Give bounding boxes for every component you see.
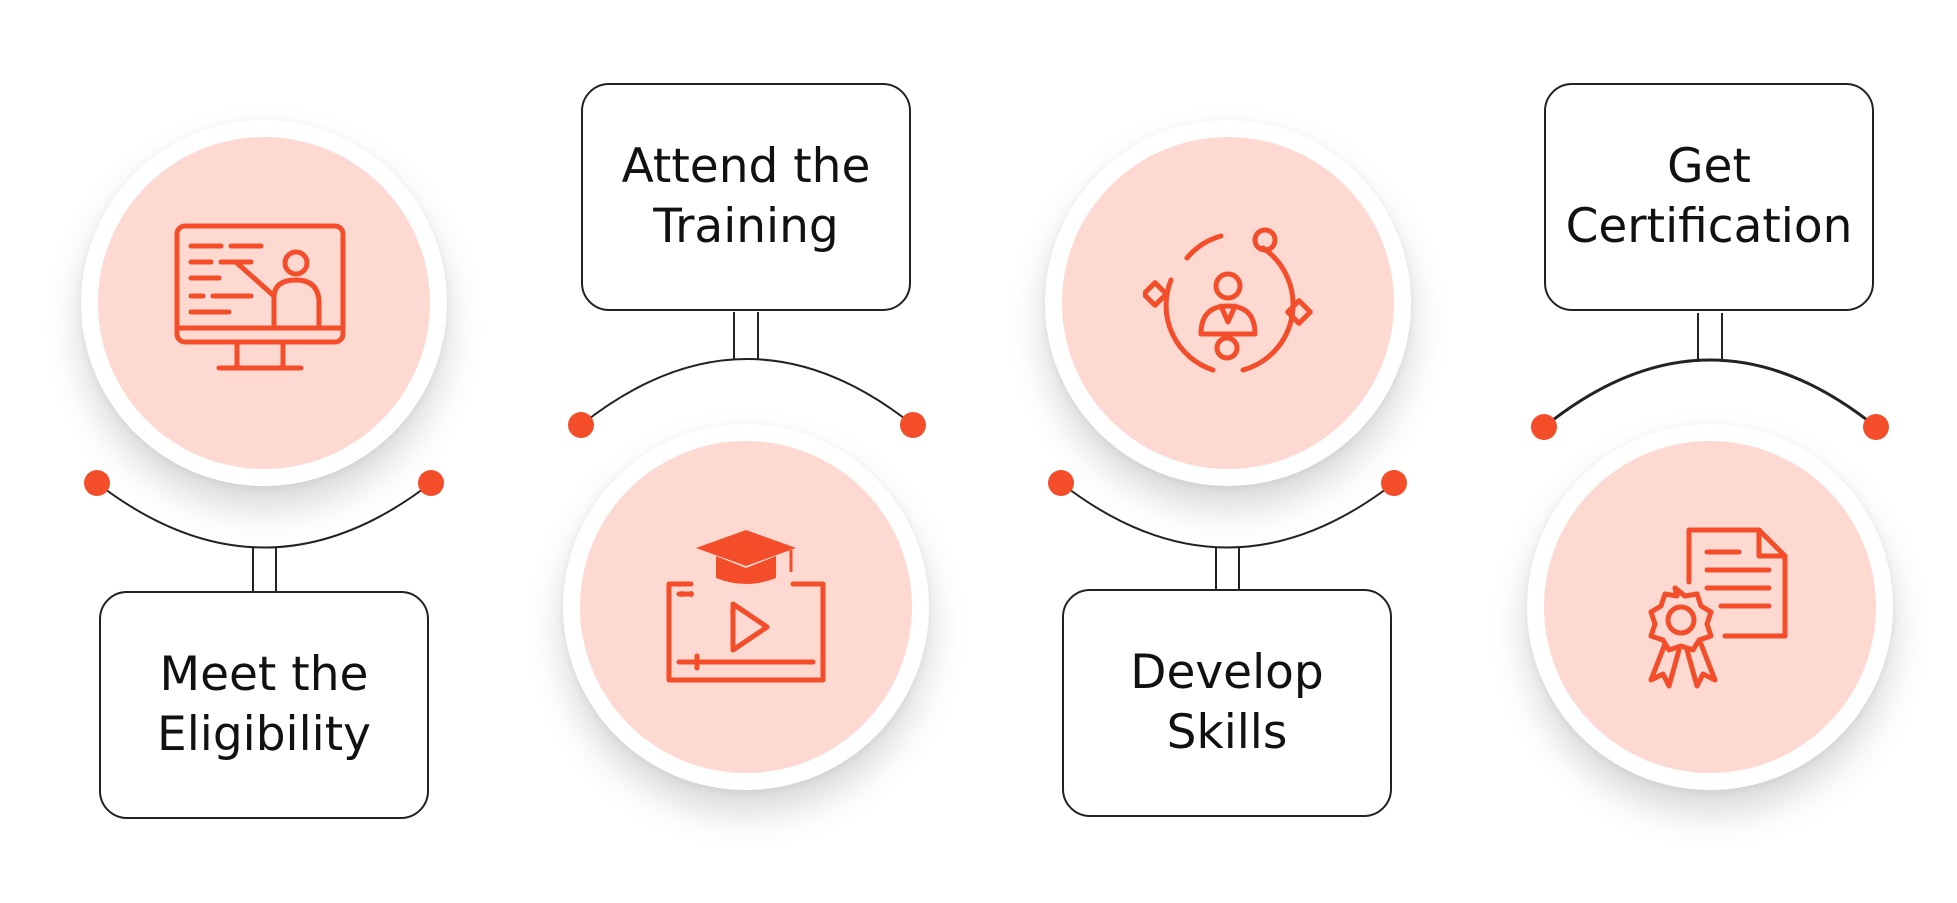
- step-1-label-box: Meet the Eligibility: [99, 591, 429, 819]
- connector-dot: [900, 412, 926, 438]
- step-2-circle: [563, 424, 929, 790]
- step-3-label-box: Develop Skills: [1062, 589, 1392, 817]
- step-1-circle-fill: [98, 137, 430, 469]
- step-4-circle: [1527, 424, 1893, 790]
- connector-step-1: [84, 470, 444, 592]
- step-3-circle-fill: [1062, 137, 1394, 469]
- step-2-label: Attend the Training: [621, 139, 871, 254]
- certificate-icon: [1648, 527, 1788, 689]
- connector-dot: [1381, 470, 1407, 496]
- connector-dot: [1048, 470, 1074, 496]
- connector-dot: [418, 470, 444, 496]
- connector-step-3: [1048, 470, 1407, 590]
- skill-development-icon: [1143, 227, 1313, 373]
- connector-step-4: [1531, 313, 1889, 440]
- connector-dot: [1531, 414, 1557, 440]
- monitor-teacher-icon: [174, 223, 346, 371]
- step-4-circle-fill: [1544, 441, 1876, 773]
- connector-step-2: [568, 312, 926, 438]
- step-3-circle: [1045, 120, 1411, 486]
- step-4-label: Get Certification: [1565, 139, 1853, 254]
- connector-dot: [84, 470, 110, 496]
- step-1-label: Meet the Eligibility: [157, 647, 371, 762]
- step-2-label-box: Attend the Training: [581, 83, 911, 311]
- graduation-video-icon: [666, 530, 826, 683]
- step-4-label-box: Get Certification: [1544, 83, 1874, 311]
- step-2-circle-fill: [580, 441, 912, 773]
- step-3-label: Develop Skills: [1130, 645, 1324, 760]
- connector-dot: [568, 412, 594, 438]
- step-1-circle: [81, 120, 447, 486]
- connector-dot: [1863, 414, 1889, 440]
